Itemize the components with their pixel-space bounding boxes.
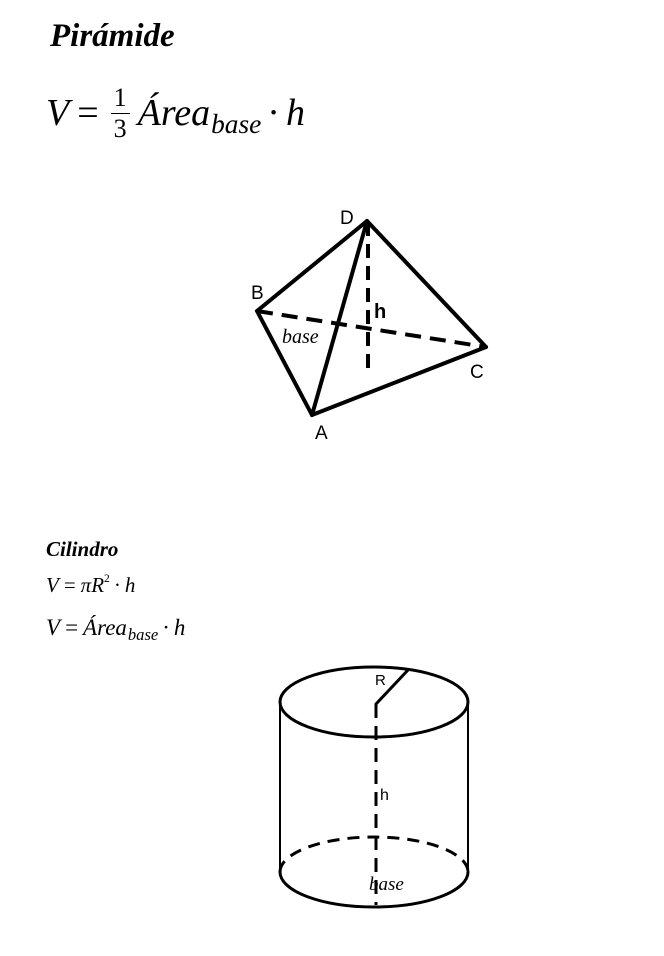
formula-lhs: V (46, 572, 59, 597)
edge-dc (365, 219, 488, 349)
cylinder-bottom-front (278, 870, 470, 909)
cylinder-top-ellipse (278, 665, 470, 739)
formula-exponent: 2 (104, 572, 110, 585)
fraction-numerator: 1 (113, 82, 127, 112)
pyramid-figure (255, 219, 488, 417)
cylinder-bottom-back-hidden (278, 835, 470, 873)
label-b: B (251, 283, 264, 304)
edge-ac (310, 345, 488, 417)
label-d: D (340, 208, 354, 229)
label-r: R (375, 672, 386, 689)
formula-area-subscript: base (127, 624, 159, 644)
formula-fraction: 1 3 (110, 82, 130, 143)
label-base: base (282, 326, 319, 348)
edge-ba (255, 309, 314, 417)
formula-dot: · (113, 572, 121, 597)
cylinder-labels: R h base (369, 672, 404, 895)
formula-lhs: V (46, 615, 61, 640)
formula-dot: · (162, 615, 170, 640)
label-a: A (315, 423, 328, 444)
edge-bc-hidden (256, 309, 487, 349)
fraction-bar (110, 112, 130, 114)
pyramid-labels: D B C A h base (251, 208, 484, 444)
label-cyl-h: h (380, 787, 389, 804)
formula-height: h (124, 572, 136, 597)
edge-bd (255, 219, 369, 313)
formula-height: h (173, 615, 186, 640)
fraction-denominator: 3 (113, 113, 127, 143)
edge-da (310, 219, 369, 417)
pyramid-volume-formula: V = 1 3 Área base · h (46, 78, 305, 148)
cylinder-radius-line (374, 668, 410, 706)
formula-area: Área (83, 615, 127, 640)
formula-equals: = (63, 572, 76, 597)
label-h: h (374, 301, 386, 323)
formula-lhs: V (46, 92, 70, 134)
formula-radius: R (91, 572, 105, 597)
pyramid-title: Pirámide (50, 18, 175, 54)
formula-equals: = (65, 615, 79, 640)
cylinder-figure (278, 665, 470, 909)
label-c: C (470, 362, 484, 383)
formula-pi: π (80, 572, 92, 597)
cylinder-volume-formula-pi: V = π R 2 · h (46, 570, 135, 600)
formula-height: h (285, 92, 305, 134)
label-cyl-base: base (369, 874, 404, 895)
formula-area: Área (137, 92, 211, 134)
formula-area-subscript: base (211, 108, 262, 139)
formula-equals: = (77, 92, 99, 134)
cylinder-volume-formula-area: V = Área base · h (46, 611, 185, 645)
formula-dot: · (267, 92, 280, 134)
cylinder-title: Cilindro (46, 537, 119, 561)
